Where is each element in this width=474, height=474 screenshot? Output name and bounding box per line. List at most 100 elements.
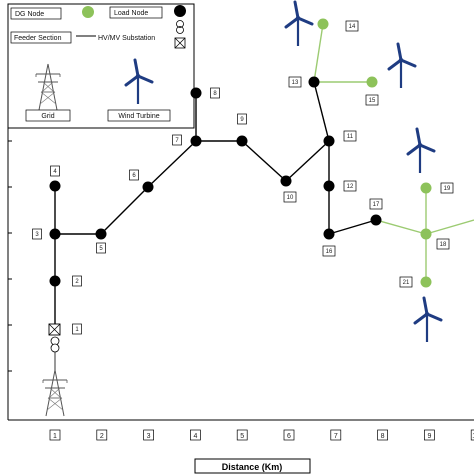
node-label-box — [436, 238, 450, 250]
legend-grid-label: Grid — [41, 113, 54, 120]
feeder-line — [313, 81, 330, 142]
wind-turbine-icon — [387, 42, 417, 90]
legend-dg-label: DG Node — [15, 11, 44, 18]
legend-turbine-label: Wind Turbine — [118, 113, 159, 120]
load-node — [280, 175, 292, 187]
dg-node — [420, 276, 432, 288]
x-tick-box — [96, 429, 108, 441]
feeder-line — [241, 140, 287, 182]
node-label-box — [345, 20, 359, 32]
node-label-box — [440, 182, 454, 194]
load-node — [95, 228, 107, 240]
load-node — [323, 228, 335, 240]
node-label-box — [50, 165, 60, 177]
x-tick-box — [424, 429, 435, 441]
x-tick-box — [330, 429, 342, 441]
node-label: 3 — [35, 232, 39, 238]
legend-load-marker — [174, 5, 186, 17]
x-tick-box — [236, 429, 248, 441]
x-tick-label: 7 — [334, 433, 338, 440]
node-label: 7 — [175, 138, 179, 144]
load-node — [49, 275, 61, 287]
x-tick-box — [470, 429, 474, 441]
legend-substation-label: HV/MV Substation — [98, 35, 155, 42]
node-label: 21 — [403, 280, 410, 286]
node-label: 16 — [326, 249, 333, 255]
node-label: 9 — [240, 117, 244, 123]
load-node — [190, 87, 202, 99]
node-label: 17 — [373, 202, 380, 208]
node-label: 1 — [75, 327, 79, 333]
node-label-box — [322, 245, 336, 257]
feeder-line — [100, 186, 149, 235]
load-node — [308, 76, 320, 88]
wind-turbine-icon — [413, 296, 443, 344]
x-tick-box — [143, 429, 154, 441]
node-label: 19 — [444, 186, 451, 192]
node-label-box — [72, 275, 82, 287]
legend-feeder-label: Feeder Section — [14, 35, 62, 42]
x-tick-label: 6 — [287, 433, 291, 440]
feeder-line — [328, 219, 377, 235]
node-label: 2 — [75, 279, 79, 285]
node-label-box — [369, 198, 383, 210]
x-tick-box — [49, 429, 61, 441]
x-tick-label: 5 — [240, 433, 244, 440]
node-label: 11 — [347, 134, 354, 140]
x-tick-label: 10 — [472, 433, 474, 440]
x-tick-box — [190, 429, 201, 441]
node-label-box — [288, 76, 302, 88]
load-node — [236, 135, 248, 147]
transmission-tower-icon — [42, 369, 68, 417]
load-node — [49, 228, 61, 240]
node-label-box — [343, 130, 357, 142]
x-tick-label: 8 — [381, 433, 385, 440]
node-label-box — [283, 191, 297, 203]
dg-feeder-line — [425, 219, 474, 235]
node-label: 15 — [369, 98, 376, 104]
node-label-box — [399, 276, 413, 288]
load-node — [190, 135, 202, 147]
node-label-box — [365, 94, 379, 106]
node-label-box — [72, 323, 82, 335]
dg-node — [420, 182, 432, 194]
substation-icon — [48, 323, 61, 370]
load-node — [370, 214, 382, 226]
dg-feeder-line — [375, 219, 427, 235]
node-label: 13 — [292, 80, 299, 86]
legend-load-label: Load Node — [114, 10, 148, 17]
x-tick-label: 3 — [147, 433, 151, 440]
node-label: 14 — [349, 24, 356, 30]
x-axis-label: Distance (Km) — [222, 462, 283, 472]
node-label-box — [210, 87, 220, 99]
node-label: 4 — [53, 169, 57, 175]
node-label-box — [96, 242, 106, 254]
legend-dg-marker — [82, 6, 94, 18]
dg-feeder-line — [313, 23, 324, 83]
feeder-line — [147, 140, 197, 188]
dg-node — [420, 228, 432, 240]
node-label-box — [343, 180, 357, 192]
dg-node — [317, 18, 329, 30]
dg-node — [366, 76, 378, 88]
wind-turbine-icon — [284, 0, 314, 48]
x-tick-label: 4 — [193, 433, 197, 440]
x-tick-label: 2 — [100, 433, 104, 440]
node-label-box — [237, 113, 247, 125]
node-label: 8 — [213, 91, 217, 97]
x-tick-box — [283, 429, 295, 441]
load-node — [323, 135, 335, 147]
load-node — [49, 180, 61, 192]
node-label: 10 — [287, 195, 294, 201]
wind-turbine-icon — [406, 127, 436, 175]
x-tick-label: 9 — [427, 433, 431, 440]
node-label: 6 — [132, 173, 136, 179]
node-label-box — [129, 169, 139, 181]
x-tick-box — [377, 429, 388, 441]
node-label: 5 — [99, 246, 103, 252]
substation-icon — [174, 20, 186, 49]
node-label: 12 — [347, 184, 354, 190]
